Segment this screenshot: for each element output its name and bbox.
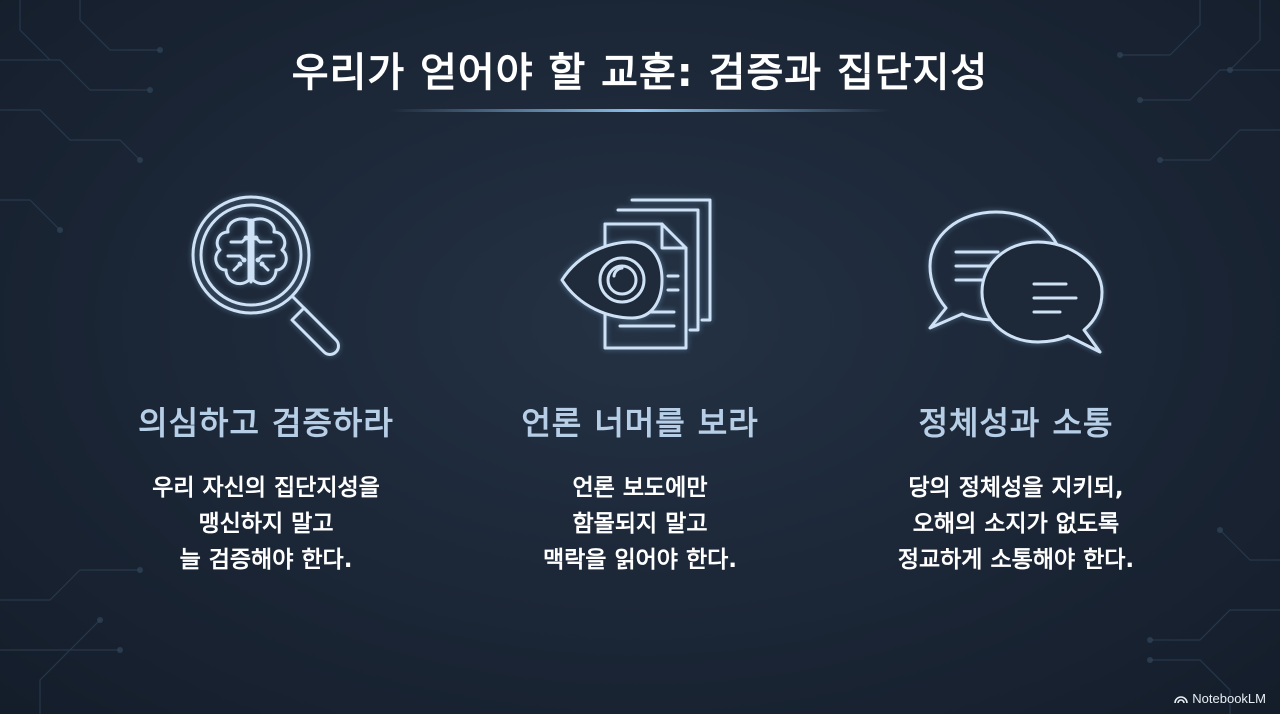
brand-label: NotebookLM — [1192, 691, 1266, 706]
lesson-card-communication: 정체성과 소통 당의 정체성을 지키되, 오해의 소지가 없도록 정교하게 소통… — [826, 190, 1206, 578]
speech-bubbles-icon — [928, 210, 1104, 354]
eye-documents-icon — [560, 198, 712, 350]
lesson-description: 우리 자신의 집단지성을 맹신하지 말고 늘 검증해야 한다. — [152, 475, 380, 573]
notebooklm-watermark: NotebookLM — [1174, 691, 1266, 706]
lesson-card-verify: 의심하고 검증하라 우리 자신의 집단지성을 맹신하지 말고 늘 검증해야 한다… — [76, 190, 456, 578]
lesson-heading: 정체성과 소통 — [918, 404, 1114, 442]
lesson-heading: 언론 너머를 보라 — [521, 404, 759, 442]
lesson-card-media: 언론 너머를 보라 언론 보도에만 함몰되지 말고 맥락을 읽어야 한다. — [450, 190, 830, 578]
page-title: 우리가 얻어야 할 교훈: 검증과 집단지성 — [291, 50, 989, 96]
lesson-heading: 의심하고 검증하라 — [138, 404, 394, 442]
lesson-description: 언론 보도에만 함몰되지 말고 맥락을 읽어야 한다. — [542, 475, 738, 573]
title-underline-glow — [390, 109, 890, 112]
magnifier-brain-icon — [191, 195, 340, 356]
notebooklm-logo-icon — [1174, 695, 1189, 703]
lesson-description: 당의 정체성을 지키되, 오해의 소지가 없도록 정교하게 소통해야 한다. — [897, 475, 1135, 573]
